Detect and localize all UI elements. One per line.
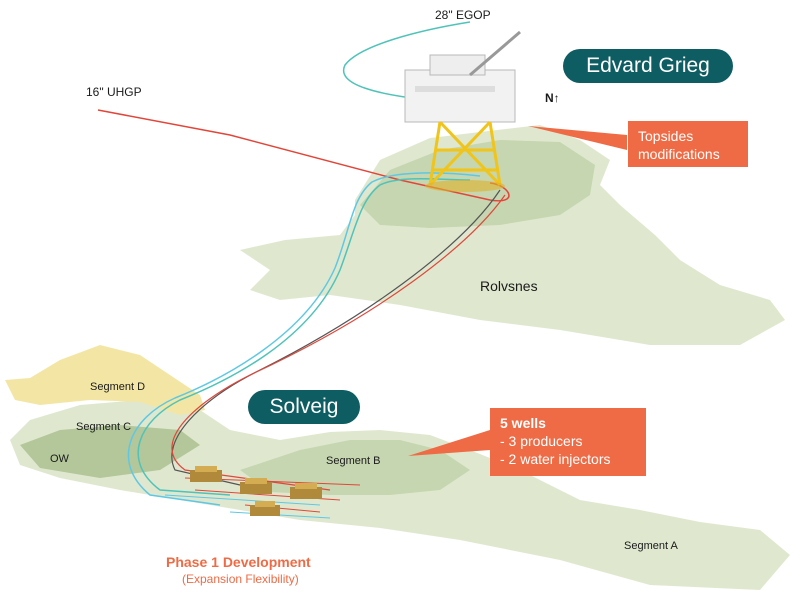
label-segment-d: Segment D — [90, 381, 146, 393]
label-segment-a: Segment A — [624, 540, 678, 552]
topsides-callout: Topsides modifications — [628, 121, 748, 167]
north-label: N — [545, 91, 554, 105]
wells-callout-line-2: - 2 water injectors — [500, 451, 611, 467]
segment-d-area — [5, 345, 205, 415]
pipeline-dark-to-solveig — [171, 189, 501, 486]
north-arrow-icon: ↑ — [553, 91, 560, 105]
solveig-field-area — [10, 400, 790, 590]
subsea-template-2 — [240, 478, 272, 494]
label-ow: OW — [50, 453, 69, 465]
pipeline-egop — [342, 21, 471, 101]
subsea-template-4 — [250, 501, 280, 516]
edvard-grieg-platform — [404, 30, 521, 192]
label-segment-c: Segment C — [76, 421, 132, 433]
topsides-callout-line-1: Topsides — [638, 128, 694, 144]
phase-title: Phase 1 Development — [166, 554, 311, 570]
subsea-template-1 — [190, 466, 222, 482]
wells-callout-title: 5 wells — [500, 415, 546, 431]
wells-callout: 5 wells - 3 producers - 2 water injector… — [490, 408, 646, 476]
pipeline-cyan-to-solveig — [127, 172, 481, 506]
wells-callout-pointer — [408, 430, 490, 456]
topsides-callout-pointer — [528, 126, 627, 150]
solveig-badge: Solveig — [248, 390, 360, 424]
edvard-grieg-badge: Edvard Grieg — [563, 49, 733, 83]
pipeline-teal-to-solveig — [137, 178, 471, 496]
label-rolvsnes: Rolvsnes — [480, 278, 538, 294]
wells-callout-line-1: - 3 producers — [500, 433, 583, 449]
pipeline-red-loop — [171, 194, 506, 491]
subsea-template-3 — [290, 483, 322, 499]
north-indicator: N↑ — [545, 91, 560, 105]
topsides-callout-line-2: modifications — [638, 146, 720, 162]
label-segment-b: Segment B — [326, 455, 381, 467]
segment-b-area — [240, 440, 470, 495]
segment-c-area — [20, 425, 200, 478]
label-egop: 28" EGOP — [435, 8, 491, 22]
phase-subtitle: (Expansion Flexibility) — [182, 572, 299, 586]
label-uhgp: 16" UHGP — [86, 85, 142, 99]
